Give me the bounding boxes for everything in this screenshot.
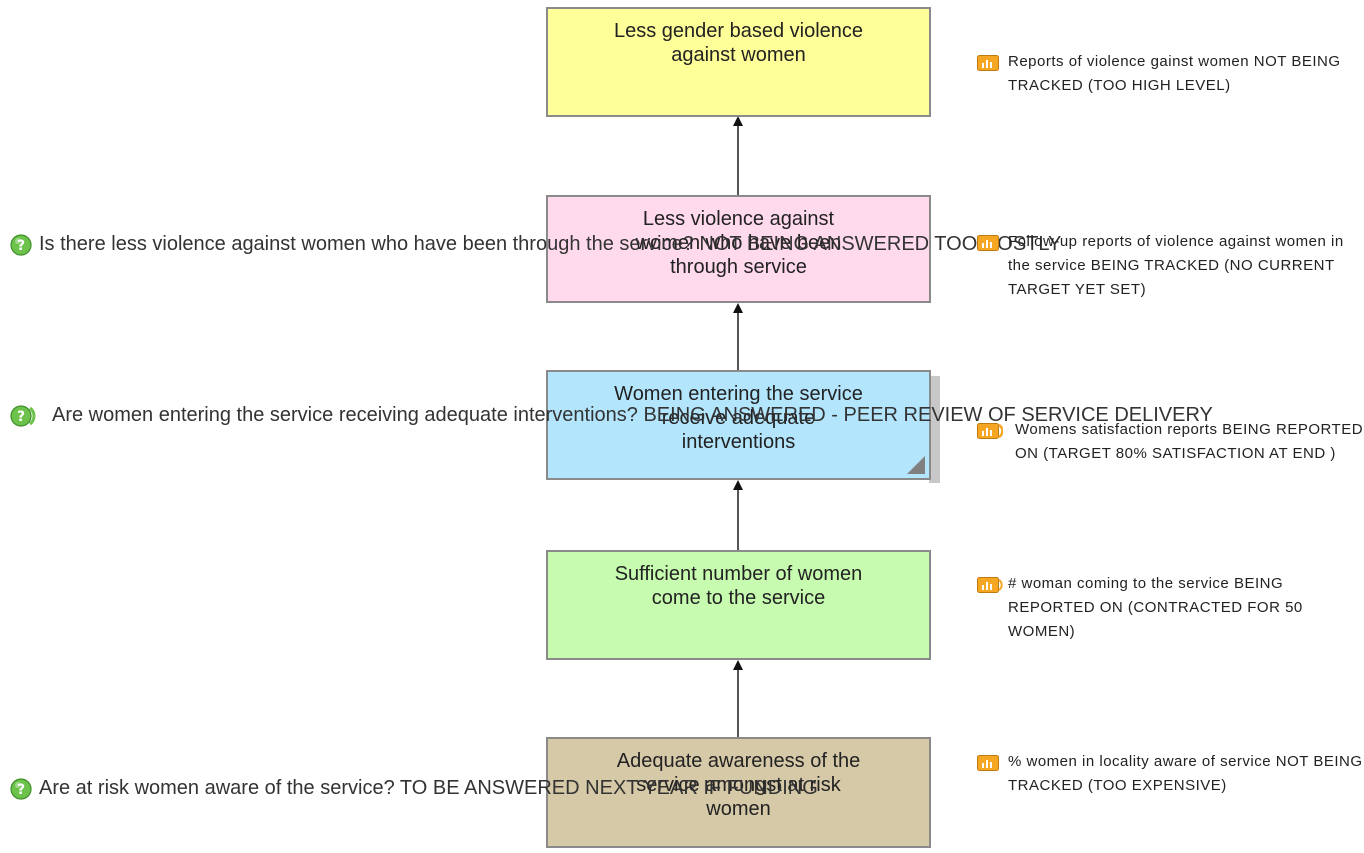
question-icon: ? (10, 405, 36, 427)
outcome-line: come to the service (651, 587, 826, 609)
outcome-box-awareness[interactable]: Adequate awareness of the service amongs… (546, 737, 931, 848)
indicator-line: Reports of violence gainst women (1008, 53, 1250, 70)
question-line: women who have been through (301, 233, 581, 255)
question-line: NEXT YEAR IF FUNDING (585, 777, 818, 799)
outcome-line: Sufficient number of women (614, 563, 863, 585)
question-line: interventions? BEING (513, 404, 706, 426)
indicator-line: (TOO EXPENSIVE) (1087, 777, 1227, 794)
indicator-4[interactable]: # woman coming to the service BEING REPO… (977, 572, 1364, 644)
outcome-line: women (706, 798, 771, 820)
outcome-line: women who have been (635, 232, 842, 254)
resize-handle-icon[interactable] (907, 456, 925, 474)
svg-text:?: ? (17, 409, 25, 425)
outcome-line: interventions (681, 431, 796, 453)
outcome-line: Less gender based violence (613, 20, 864, 42)
indicator-3[interactable]: Womens satisfaction reports BEING REPORT… (977, 418, 1364, 466)
indicator-line: BEING REPORTED ON (1008, 575, 1284, 616)
indicator-line: BEING TRACKED (NO (1090, 257, 1254, 274)
question-line: Are women entering the service (52, 404, 334, 426)
outcome-box-gender-violence[interactable]: Less gender based violence against women (546, 7, 931, 117)
evaluation-question-2[interactable]: ? Are women entering the service receivi… (10, 403, 1213, 427)
indicator-line: % women in locality aware of (1008, 753, 1216, 770)
question-line: the service? NOT BEING (586, 233, 810, 255)
arrowhead-b1 (733, 116, 743, 126)
outcome-line: service amongst at risk (636, 774, 841, 796)
indicator-line: Womens satisfaction reports BEING (1015, 421, 1272, 438)
question-line: receiving adequate (338, 404, 508, 426)
question-line: Is there less violence against (39, 233, 296, 255)
indicator-5[interactable]: % women in locality aware of service NOT… (977, 750, 1364, 798)
indicator-icon (977, 55, 999, 71)
outcome-line: against women (671, 44, 806, 66)
indicator-icon (977, 577, 1003, 593)
arrowhead-b3 (733, 480, 743, 490)
arrowhead-b2 (733, 303, 743, 313)
evaluation-question-3[interactable]: ? Are at risk women aware of the service… (10, 776, 818, 800)
svg-text:?: ? (17, 238, 25, 254)
indicator-line: against women in the service (1008, 233, 1344, 274)
outcome-box-adequate-interventions[interactable]: Women entering the service receive adequ… (546, 370, 931, 480)
question-icon: ? (10, 778, 32, 800)
arrowhead-b4 (733, 660, 743, 670)
indicator-line: HIGH LEVEL) (1131, 77, 1231, 94)
outcome-line: through service (670, 256, 807, 278)
question-line: SERVICE DELIVERY (1021, 404, 1213, 426)
indicator-line: Follow-up reports of violence (1008, 233, 1215, 250)
question-icon: ? (10, 234, 32, 256)
outcome-box-sufficient-women[interactable]: Sufficient number of women come to the s… (546, 550, 931, 660)
indicator-icon (977, 755, 999, 771)
indicator-line: REPORTED ON (TARGET 80% (1015, 421, 1364, 462)
indicator-line: CURRENT TARGET YET SET) (1008, 257, 1335, 298)
outcome-box-less-violence[interactable]: Less violence against women who have bee… (546, 195, 931, 303)
indicator-line: (CONTRACTED FOR 50 WOMEN) (1008, 599, 1303, 640)
indicator-line: service NOT BEING TRACKED (1008, 753, 1363, 794)
question-line: Are at risk women aware of the (39, 777, 315, 799)
outcome-line: Less violence against (642, 208, 835, 230)
indicator-line: NOT BEING TRACKED (TOO (1008, 53, 1341, 94)
indicator-2[interactable]: Follow-up reports of violence against wo… (977, 230, 1364, 302)
question-line: service? TO BE ANSWERED (320, 777, 580, 799)
indicator-icon (977, 235, 999, 251)
evaluation-question-1[interactable]: ? Is there less violence against women w… (10, 232, 1061, 256)
question-line: ANSWERED - PEER REVIEW OF (710, 404, 1016, 426)
indicator-line: SATISFACTION AT END ) (1151, 445, 1336, 462)
outcome-line: Women entering the service (614, 383, 863, 405)
outcome-line: Adequate awareness of the (616, 750, 861, 772)
indicator-icon (977, 423, 1003, 439)
svg-text:?: ? (17, 782, 25, 798)
selected-box-shadow (929, 376, 940, 483)
indicator-1[interactable]: Reports of violence gainst women NOT BEI… (977, 50, 1364, 98)
question-line: ANSWERED TOO COSTLY (813, 233, 1062, 255)
outcome-line: receive adequate (661, 407, 816, 429)
indicator-line: # woman coming to the service (1008, 575, 1230, 592)
